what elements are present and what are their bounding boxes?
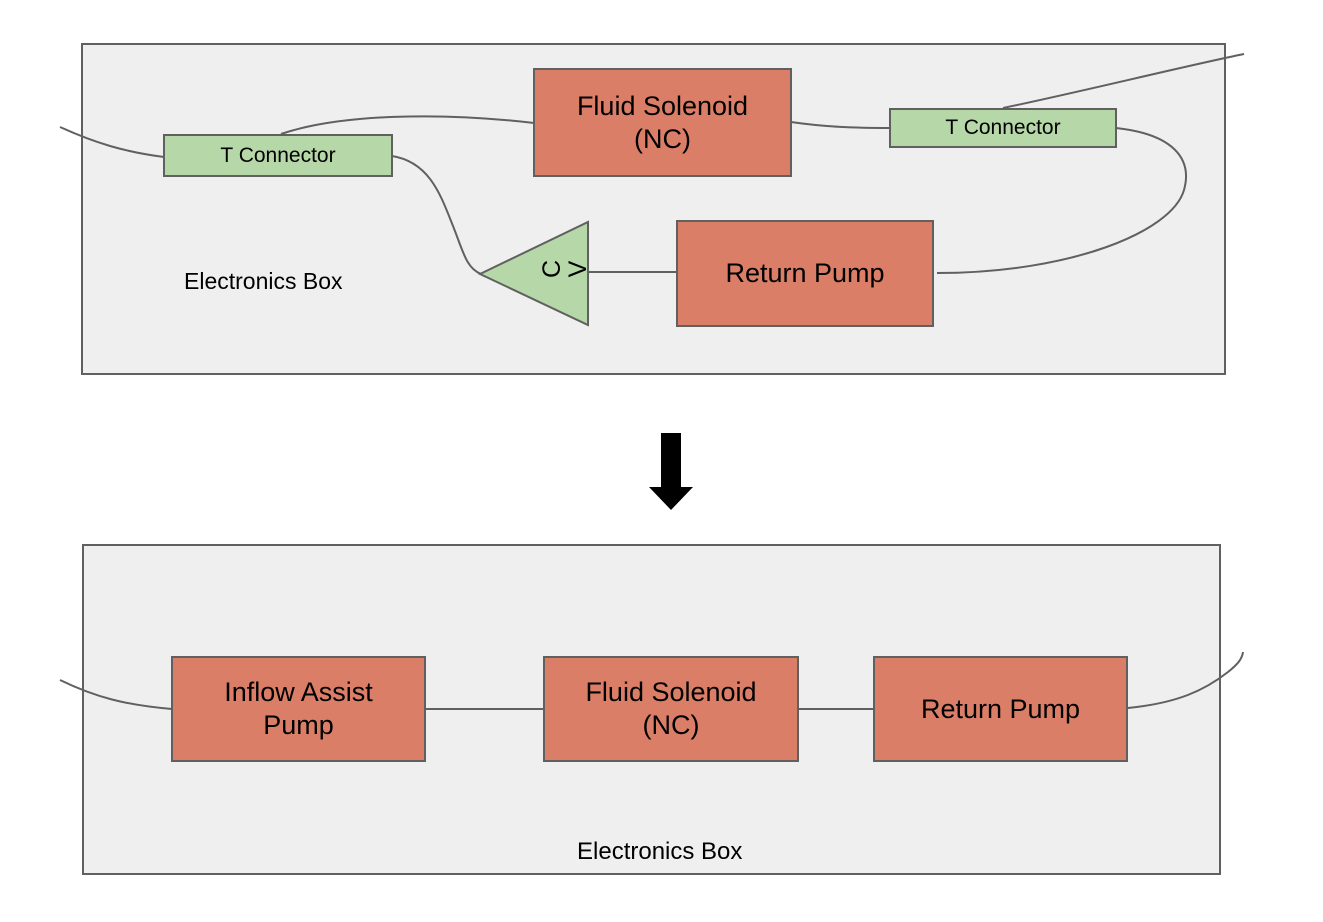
node-label-line2: (NC) <box>642 710 700 740</box>
check-valve-letter-v: V <box>564 260 592 277</box>
flow-line-tleft-to-checkvalve <box>391 155 482 275</box>
flow-line-inlet-bottom <box>59 679 173 710</box>
transition-arrow-icon <box>649 433 693 510</box>
flow-line-returnpump-outlet <box>1127 651 1244 709</box>
flow-line-tleft-to-solenoid <box>280 115 535 135</box>
node-label-line1: Fluid Solenoid <box>585 677 757 707</box>
node-label: T Connector <box>220 143 336 167</box>
check-valve-letter-c: C <box>538 260 566 278</box>
node-label: Return Pump <box>920 693 1081 724</box>
node-inflow-assist-pump: Inflow Assist Pump <box>171 656 426 762</box>
node-label: Return Pump <box>725 258 885 288</box>
node-label: T Connector <box>945 116 1061 139</box>
top-electronics-box-label: Electronics Box <box>184 268 343 294</box>
node-fluid-solenoid-bottom: Fluid Solenoid (NC) <box>543 656 799 762</box>
flow-line-solenoid-to-tright <box>790 121 891 129</box>
node-return-pump-top: Return Pump <box>676 220 934 327</box>
node-t-connector-left: T Connector <box>163 134 393 177</box>
node-t-connector-right: T Connector <box>889 108 1117 148</box>
node-label-line2: (NC) <box>634 123 691 154</box>
flow-line-inlet-top <box>59 126 165 158</box>
node-label-line1: Inflow Assist <box>224 677 373 707</box>
node-label-line2: Pump <box>263 710 334 740</box>
flow-line-tright-to-returnpump <box>936 127 1187 274</box>
node-label-line1: Fluid Solenoid <box>576 90 749 121</box>
node-fluid-solenoid-top: Fluid Solenoid (NC) <box>533 68 792 177</box>
bottom-electronics-box-label: Electronics Box <box>577 838 743 865</box>
flow-line-tright-outlet <box>1002 53 1245 109</box>
check-valve-triangle <box>477 220 589 327</box>
node-return-pump-bottom: Return Pump <box>873 656 1128 762</box>
